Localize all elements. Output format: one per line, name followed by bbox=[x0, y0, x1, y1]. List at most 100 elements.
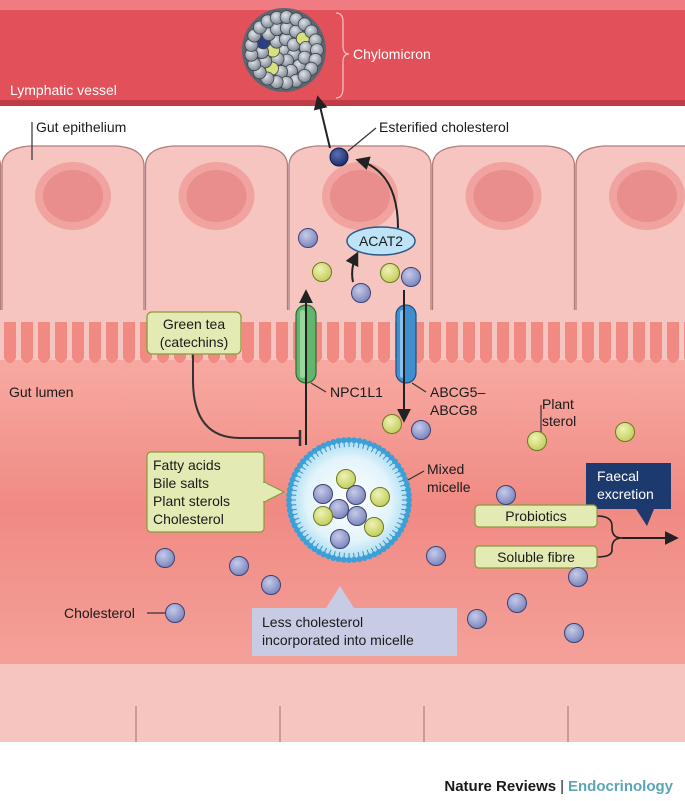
microvillus-gap bbox=[429, 322, 441, 363]
bottom-microvillus bbox=[669, 659, 681, 705]
chylomicron-bracket bbox=[335, 12, 350, 99]
abcg-label-line1: ABCG5– bbox=[430, 384, 485, 400]
component-bile-salts: Bile salts bbox=[153, 475, 209, 491]
microvillus-gap bbox=[650, 322, 662, 363]
bottom-microvillus bbox=[91, 659, 103, 705]
phospholipid-head bbox=[346, 557, 352, 563]
probiotics-label: Probiotics bbox=[505, 508, 566, 524]
microvillus-gap bbox=[446, 322, 458, 363]
phospholipid-head bbox=[294, 527, 300, 533]
mixed-micelle-line1: Mixed bbox=[427, 461, 464, 477]
bottom-microvillus bbox=[465, 659, 477, 705]
microvillus-gap bbox=[242, 322, 254, 363]
cell-nucleus bbox=[43, 170, 103, 222]
bottom-microvillus bbox=[652, 659, 664, 705]
cholesterol-molecule bbox=[347, 506, 367, 526]
to-acat2-arrow bbox=[345, 251, 359, 283]
phospholipid-head bbox=[351, 556, 358, 563]
bottom-microvillus bbox=[6, 659, 18, 705]
phospholipid-head bbox=[335, 556, 342, 563]
phospholipid-head bbox=[340, 437, 347, 444]
microvillus-gap bbox=[548, 322, 560, 363]
journal-credit: Nature Reviews|Endocrinology bbox=[444, 778, 673, 795]
phospholipid-head bbox=[325, 440, 332, 447]
faecal-excretion-box: Faecal excretion bbox=[586, 463, 671, 526]
cholesterol-molecule bbox=[564, 623, 584, 643]
bottom-microvillus bbox=[380, 659, 392, 705]
microvillus-gap bbox=[667, 322, 679, 363]
bottom-microvillus bbox=[176, 659, 188, 705]
bottom-microvillus bbox=[40, 659, 52, 705]
microvillus-gap bbox=[276, 322, 288, 363]
microvillus-gap bbox=[616, 322, 628, 363]
cell-nucleus bbox=[330, 170, 390, 222]
phospholipid-head bbox=[346, 437, 352, 443]
bottom-microvillus bbox=[414, 659, 426, 705]
green-tea-line1: Green tea bbox=[163, 316, 225, 332]
bottom-microvillus bbox=[482, 659, 494, 705]
bottom-lumen-edge bbox=[0, 654, 685, 664]
chylomicron-label: Chylomicron bbox=[353, 46, 431, 62]
faecal-line2: excretion bbox=[597, 486, 654, 502]
cell-nucleus bbox=[186, 170, 247, 222]
abcg-label-line2: ABCG8 bbox=[430, 402, 478, 418]
phospholipid-head bbox=[388, 454, 395, 461]
bottom-microvilli bbox=[0, 654, 685, 742]
phospholipid-head bbox=[405, 507, 412, 514]
phospholipid-head bbox=[286, 491, 293, 498]
phospholipid-head bbox=[356, 437, 363, 444]
cholesterol-molecule bbox=[426, 546, 446, 566]
microvillus-gap bbox=[123, 322, 135, 363]
phospholipid-head bbox=[307, 543, 314, 549]
phospholipid-head bbox=[296, 462, 303, 469]
phospholipid-head bbox=[405, 486, 412, 493]
microvillus-gap bbox=[582, 322, 594, 363]
cholesterol-molecule bbox=[351, 283, 371, 303]
cholesterol-molecule bbox=[330, 529, 350, 549]
less-cholesterol-line2: incorporated into micelle bbox=[262, 632, 414, 648]
green-tea-box: Green tea (catechins) bbox=[146, 311, 242, 355]
bottom-microvillus bbox=[397, 659, 409, 705]
bottom-microvillus bbox=[533, 659, 545, 705]
plant-sterol-molecule bbox=[313, 506, 333, 526]
phospholipid-head bbox=[311, 546, 318, 553]
probiotics-box: Probiotics bbox=[474, 504, 598, 528]
bottom-microvillus bbox=[448, 659, 460, 705]
cholesterol-label: Cholesterol bbox=[64, 605, 135, 621]
cholesterol-molecule bbox=[165, 603, 185, 623]
soluble-fibre-label: Soluble fibre bbox=[497, 549, 575, 565]
npc1l1-leader bbox=[310, 382, 327, 393]
phospholipid-head bbox=[300, 535, 306, 542]
cholesterol-molecule bbox=[568, 567, 588, 587]
lymphatic-vessel-label: Lymphatic vessel bbox=[10, 82, 117, 98]
microvillus-gap bbox=[633, 322, 645, 363]
phospholipid-head bbox=[404, 481, 410, 488]
bottom-microvillus bbox=[193, 659, 205, 705]
phospholipid-head bbox=[398, 527, 404, 533]
phospholipid-head bbox=[400, 471, 407, 478]
microvillus-gap bbox=[497, 322, 509, 363]
vessel-highlight bbox=[0, 0, 685, 10]
phospholipid-head bbox=[351, 437, 358, 444]
plant-sterol-molecule bbox=[380, 263, 400, 283]
phospholipid-head bbox=[356, 556, 363, 563]
phospholipid-head bbox=[316, 549, 322, 555]
phospholipid-head bbox=[395, 462, 402, 469]
abcg-leader bbox=[411, 382, 427, 393]
bottom-microvillus bbox=[210, 659, 222, 705]
microvillus-gap bbox=[344, 322, 356, 363]
bottom-microvillus bbox=[57, 659, 69, 705]
bottom-microvillus bbox=[567, 659, 579, 705]
phospholipid-head bbox=[303, 539, 310, 546]
microvillus-gap bbox=[565, 322, 577, 363]
phospholipid-head bbox=[303, 454, 310, 461]
acat2-enzyme bbox=[346, 226, 416, 256]
journal-section: Endocrinology bbox=[568, 778, 673, 795]
bottom-microvillus bbox=[23, 659, 35, 705]
bottom-microvillus bbox=[346, 659, 358, 705]
cholesterol-molecule bbox=[467, 609, 487, 629]
esterified-leader bbox=[347, 127, 377, 152]
vessel-edge bbox=[0, 100, 685, 106]
cholesterol-molecule bbox=[155, 548, 175, 568]
microvillus-gap bbox=[361, 322, 373, 363]
